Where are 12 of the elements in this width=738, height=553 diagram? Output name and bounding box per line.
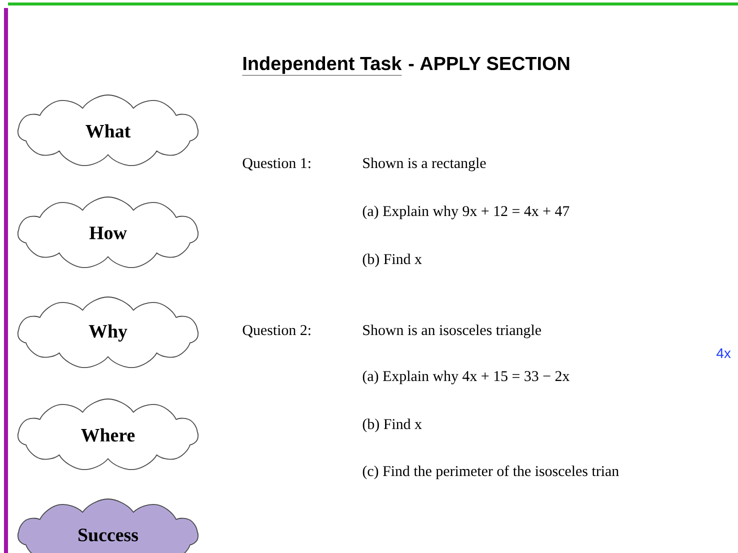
question-number: Question 1: <box>242 158 310 170</box>
question-text: (c) Find the perimeter of the isosceles trian <box>362 465 619 480</box>
question-text: (a) Explain why 4x + 15 = 33 − 2x <box>362 370 570 384</box>
side-label: 4x <box>716 348 731 358</box>
question-text: (b) Find x <box>362 418 422 432</box>
question-text: (b) Find x <box>362 254 422 268</box>
title: Independent Task <box>242 56 402 76</box>
question-text: Shown is a rectangle <box>363 158 486 172</box>
title: - APPLY SECTION <box>408 56 570 70</box>
question-text: Shown is an isosceles triangle <box>363 324 541 338</box>
question-text: (a) Explain why 9x + 12 = 4x + 47 <box>362 206 570 220</box>
question-number: Question 2: <box>242 325 310 338</box>
